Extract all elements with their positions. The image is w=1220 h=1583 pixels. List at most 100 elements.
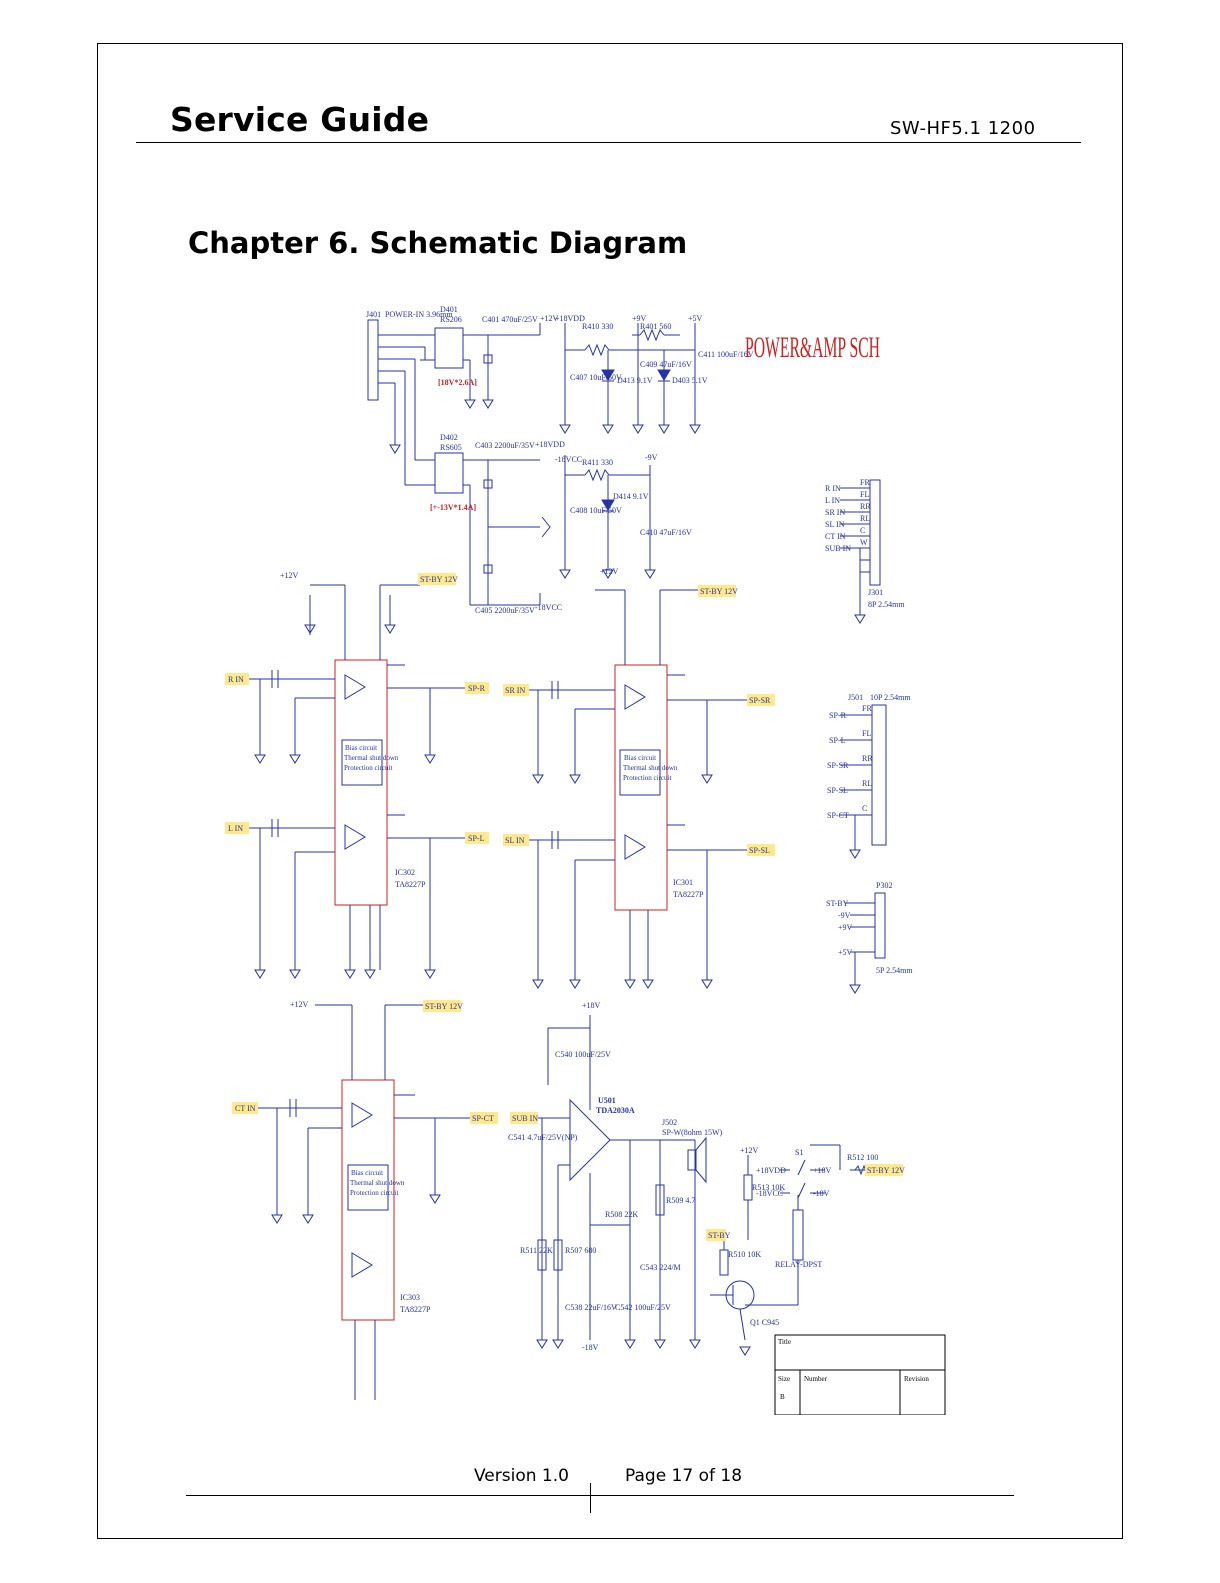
c408-label: C408 10uF/50V	[570, 506, 622, 515]
tag-sp-l: SP-L	[468, 834, 485, 843]
c403-label: C403 2200uF/35V	[475, 441, 535, 450]
q1-label: Q1 C945	[750, 1318, 779, 1327]
relay-18vdd: +18VDD	[756, 1166, 786, 1175]
j301-pin3: SR IN	[825, 508, 845, 517]
j501-pin4: SP-SL	[827, 786, 848, 795]
p302-pin3: +9V	[838, 923, 853, 932]
amp3-bias-2: Thermal shut down	[350, 1179, 405, 1187]
tag-standby-1: ST-BY 12V	[420, 575, 458, 584]
sub-rail-neg: -18V	[582, 1343, 599, 1352]
j301-net2: FL	[860, 490, 869, 499]
header-rule	[136, 142, 1081, 143]
j501-desc: 10P 2.54mm	[870, 693, 911, 702]
r511-label: R511 22K	[520, 1246, 553, 1255]
amp3-bias-3: Protection circuit	[350, 1189, 398, 1197]
j401-desc: POWER-IN 3.96mm	[385, 310, 453, 319]
amp1-bias-2: Thermal shut down	[344, 754, 399, 762]
rail-18vcc-2: -18VCC	[535, 603, 562, 612]
rail-neg9v: -9V	[645, 453, 658, 462]
j301-pin1: R IN	[825, 484, 841, 493]
relay-neg18: -18V	[813, 1189, 830, 1198]
amp1-bias-1: Bias circuit	[345, 744, 377, 752]
ic303-ref: IC303	[400, 1293, 420, 1302]
c542-label: C542 100uF/25V	[615, 1303, 671, 1312]
j502-ref: J502	[662, 1118, 677, 1127]
c405-label: C405 2200uF/35V	[475, 606, 535, 615]
c409-label: C409 47uF/16V	[640, 360, 692, 369]
j501-net3: RR	[862, 754, 873, 763]
c407-label: C407 10uF/50V	[570, 373, 622, 382]
tag-sl-in: SL IN	[505, 836, 525, 845]
bridge2-rating: [+-13V*1.4A]	[430, 503, 476, 512]
r508-label: R508 22K	[605, 1210, 638, 1219]
r513-label: R513 10K	[752, 1183, 785, 1192]
amp2-bias-2: Thermal shut down	[623, 764, 678, 772]
j301-desc: 8P 2.54mm	[868, 600, 905, 609]
j301-net5: C	[860, 526, 865, 535]
sheet-title: POWER&AMP SCH	[745, 331, 880, 364]
amp2-bias-3: Protection circuit	[623, 774, 671, 782]
j501-net1: FR	[862, 704, 872, 713]
u501-ref: U501	[598, 1096, 616, 1105]
chapter-title: Chapter 6. Schematic Diagram	[188, 226, 688, 260]
j501-pin1: SP-R	[829, 711, 847, 720]
j301-net3: RR	[860, 502, 871, 511]
j301-pin6: SUB IN	[825, 544, 851, 553]
header-model: SW-HF5.1 1200	[890, 118, 1036, 139]
j301-net6: W	[860, 538, 868, 547]
amp2-supply: +12V	[600, 567, 619, 576]
j401-label: J401	[366, 310, 381, 319]
ic302-part: TA8227P	[395, 880, 426, 889]
ic302-ref: IC302	[395, 868, 415, 877]
relay-18vcc: -18VCC	[756, 1189, 783, 1198]
tag-l-in: L IN	[228, 824, 243, 833]
ic301-part: TA8227P	[673, 890, 704, 899]
amp1-supply: +12V	[280, 571, 299, 580]
c401-label: C401 470uF/25V	[482, 315, 538, 324]
relay-pos18: +18V	[813, 1166, 832, 1175]
tag-standby-q: ST-BY	[708, 1231, 731, 1240]
p302-desc: 5P 2.54mm	[876, 966, 913, 975]
j501-net5: C	[862, 804, 867, 813]
c538-label: C538 22uF/16V	[565, 1303, 617, 1312]
rail-12v: +12V	[540, 314, 559, 323]
tag-sr-in: SR IN	[505, 686, 525, 695]
amp3-supply: +12V	[290, 1000, 309, 1009]
r411-label: R411 330	[582, 458, 613, 467]
rail-5v: +5V	[688, 314, 703, 323]
schematic-diagram: J401 POWER-IN 3.96mm D401 RS206 D402 RS6…	[225, 305, 946, 1415]
p302-pin2: -9V	[838, 911, 851, 920]
tag-sp-sl: SP-SL	[749, 846, 770, 855]
p302-pin1: ST-BY	[826, 899, 849, 908]
j501-net2: FL	[862, 729, 871, 738]
tag-r-in: R IN	[228, 675, 244, 684]
tag-ct-in: CT IN	[235, 1104, 256, 1113]
j501-pin5: SP-CT	[827, 811, 849, 820]
j501-pin2: SP-L	[829, 736, 846, 745]
rail-18vdd: +18VDD	[555, 314, 585, 323]
footer-page: Page 17 of 18	[625, 1466, 743, 1486]
j501-pin3: SP-SR	[827, 761, 849, 770]
amp3-bias-1: Bias circuit	[351, 1169, 383, 1177]
c541-label: C541 4.7uF/25V(NP)	[508, 1133, 578, 1142]
tag-standby-relay: ST-BY 12V	[867, 1166, 905, 1175]
tag-sub-in: SUB IN	[512, 1114, 538, 1123]
tb-number: Number	[804, 1375, 828, 1383]
p302-pin4: +5V	[838, 948, 853, 957]
relay-switch: S1	[795, 1148, 803, 1157]
d413-label: D413 9.1V	[617, 376, 653, 385]
d403-label: D403 5.1V	[672, 376, 708, 385]
c540-label: C540 100uF/25V	[555, 1050, 611, 1059]
tag-sp-ct: SP-CT	[472, 1114, 494, 1123]
tag-sp-r: SP-R	[468, 684, 486, 693]
page-border	[97, 43, 1123, 1539]
c410-label: C410 47uF/16V	[640, 528, 692, 537]
r509-label: R509 4.7	[666, 1196, 695, 1205]
j301-pin5: CT IN	[825, 532, 846, 541]
rail-9v: +9V	[632, 314, 647, 323]
d402-label: D402	[440, 433, 458, 442]
r512-label: R512 100	[847, 1153, 878, 1162]
relay-ref: RELAY-DPST	[775, 1260, 822, 1269]
u501-part: TDA2030A	[596, 1106, 635, 1115]
c543-label: C543 224/M	[640, 1263, 681, 1272]
